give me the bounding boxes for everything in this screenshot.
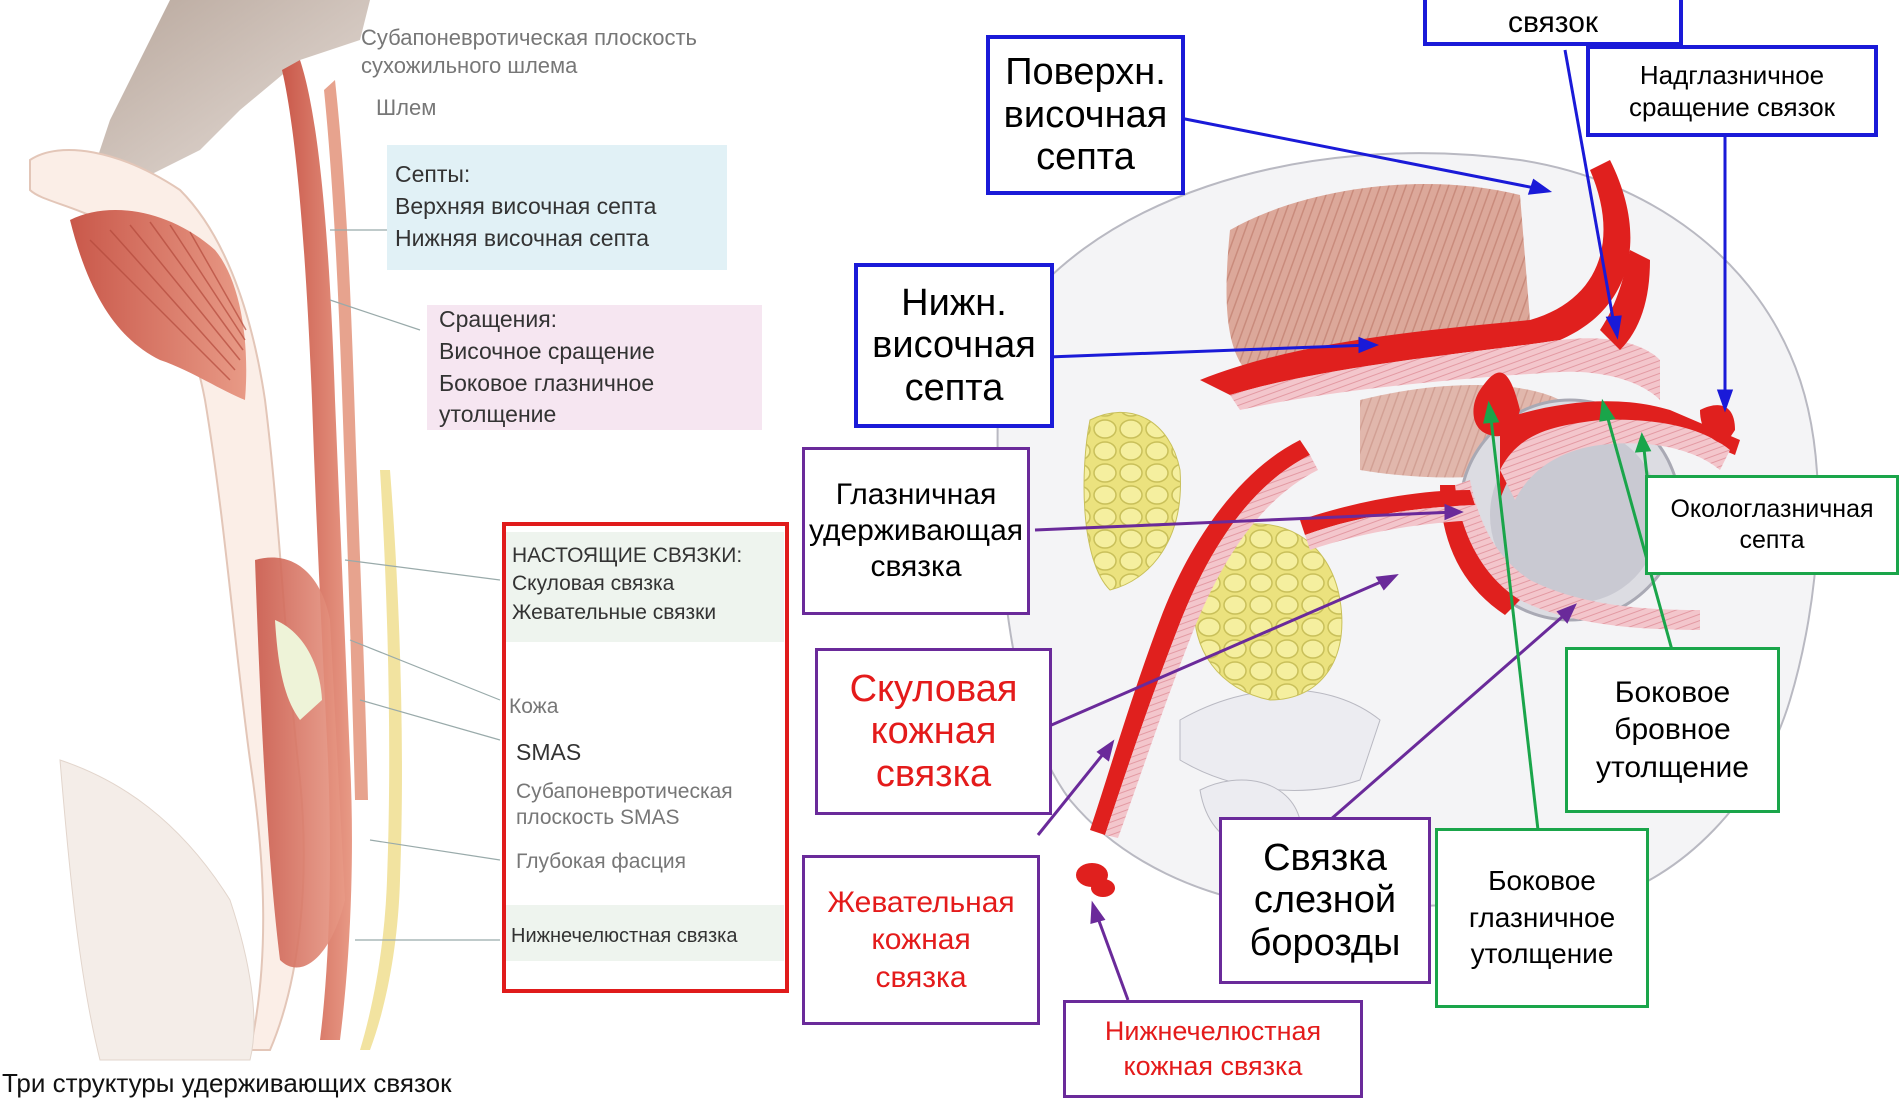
skin-label: Кожа: [509, 694, 558, 720]
superficial-temporal-septum-line: Поверхн.: [1005, 51, 1166, 94]
smas-plane-line-1: Субапоневротическая: [516, 779, 733, 805]
supraorbital-adhesion-line: сращение связок: [1629, 91, 1835, 124]
superficial-temporal-septum-line: септа: [1036, 136, 1135, 179]
lateral-orbital-thickening-box: Боковое глазничное утолщение: [1435, 828, 1649, 1008]
true-ligaments-item: Скуловая связка: [512, 571, 742, 597]
adhesions-item: Боковое глазничное: [439, 369, 655, 398]
zygomatic-cutaneous-line: кожная: [871, 710, 997, 753]
true-ligaments-item: Жевательные связки: [512, 600, 742, 626]
tear-trough-ligament-box: Связка слезной борозды: [1219, 817, 1431, 984]
periorbital-septum-line: Окологлазничная: [1670, 494, 1873, 525]
subaponeurotic-plane-line-2: сухожильного шлема: [361, 52, 697, 80]
inferior-temporal-septum-line: септа: [905, 367, 1004, 410]
periorbital-septum-box: Окологлазничная септа: [1645, 475, 1899, 575]
orbital-retaining-line: Глазничная: [836, 477, 997, 513]
tear-trough-line: слезной: [1254, 879, 1396, 922]
true-ligaments-heading: НАСТОЯЩИЕ СВЯЗКИ:: [512, 543, 742, 569]
lateral-brow-thickening-line: утолщение: [1596, 749, 1749, 787]
zygomatic-cutaneous-line: связка: [876, 753, 991, 796]
helmet-label: Шлем: [376, 94, 436, 122]
adhesions-item: Височное сращение: [439, 337, 655, 366]
superficial-temporal-septum-box: Поверхн. височная септа: [986, 35, 1185, 195]
supraorbital-adhesion-line: Надглазничное: [1640, 59, 1824, 92]
septa-heading: Септы:: [395, 160, 656, 189]
deep-fascia-label: Глубокая фасция: [516, 849, 686, 875]
lateral-orbital-thickening-line: утолщение: [1471, 936, 1614, 972]
smas-plane-line-2: плоскость SMAS: [516, 805, 733, 831]
zygomatic-cutaneous-ligament-box: Скуловая кожная связка: [815, 648, 1052, 815]
lateral-brow-thickening-line: бровное: [1614, 711, 1730, 749]
adhesions-label-group: Сращения: Височное сращение Боковое глаз…: [439, 305, 655, 429]
smas-plane-label: Субапоневротическая плоскость SMAS: [516, 779, 733, 832]
periorbital-septum-line: септа: [1739, 525, 1804, 556]
smas-label: SMAS: [516, 738, 581, 767]
inferior-temporal-septum-line: височная: [872, 324, 1036, 367]
lateral-orbital-thickening-line: Боковое: [1488, 863, 1596, 899]
masseteric-cutaneous-ligament-box: Жевательная кожная связка: [802, 855, 1040, 1025]
septa-item: Нижняя височная септа: [395, 224, 656, 253]
subaponeurotic-plane-label: Субапоневротическая плоскость сухожильно…: [361, 24, 697, 79]
adhesions-item: утолщение: [439, 400, 655, 429]
orbital-retaining-line: связка: [870, 549, 961, 585]
lateral-brow-thickening-box: Боковое бровное утолщение: [1565, 647, 1780, 813]
subaponeurotic-plane-line-1: Субапоневротическая плоскость: [361, 24, 697, 52]
top-ligaments-text: связок: [1508, 6, 1598, 40]
mandibular-cutaneous-ligament-box: Нижнечелюстная кожная связка: [1063, 1000, 1363, 1098]
tear-trough-line: борозды: [1250, 922, 1401, 965]
superficial-temporal-septum-line: височная: [1004, 94, 1168, 137]
septa-label-group: Септы: Верхняя височная септа Нижняя вис…: [395, 160, 656, 252]
lateral-brow-thickening-line: Боковое: [1615, 674, 1731, 712]
septa-item: Верхняя височная септа: [395, 192, 656, 221]
mandibular-cutaneous-line: кожная связка: [1124, 1049, 1303, 1084]
zygomatic-cutaneous-line: Скуловая: [850, 668, 1018, 711]
mandibular-cutaneous-line: Нижнечелюстная: [1105, 1014, 1321, 1049]
top-ligaments-box: связок: [1423, 0, 1683, 46]
tear-trough-line: Связка: [1263, 837, 1387, 880]
masseteric-cutaneous-line: Жевательная: [827, 884, 1014, 922]
orbital-retaining-line: удерживающая: [809, 513, 1023, 549]
inferior-temporal-septum-line: Нижн.: [901, 282, 1007, 325]
masseteric-cutaneous-line: связка: [875, 959, 966, 997]
mandibular-ligament-label: Нижнечелюстная связка: [511, 924, 737, 949]
masseteric-cutaneous-line: кожная: [871, 921, 970, 959]
supraorbital-adhesion-box: Надглазничное сращение связок: [1586, 45, 1878, 137]
orbital-retaining-ligament-box: Глазничная удерживающая связка: [802, 447, 1030, 615]
adhesions-heading: Сращения:: [439, 305, 655, 334]
figure-caption: Три структуры удерживающих связок: [2, 1068, 451, 1099]
inferior-temporal-septum-box: Нижн. височная септа: [854, 263, 1054, 428]
lateral-orbital-thickening-line: глазничное: [1469, 900, 1615, 936]
true-ligaments-label-group: НАСТОЯЩИЕ СВЯЗКИ: Скуловая связка Жевате…: [512, 543, 742, 626]
